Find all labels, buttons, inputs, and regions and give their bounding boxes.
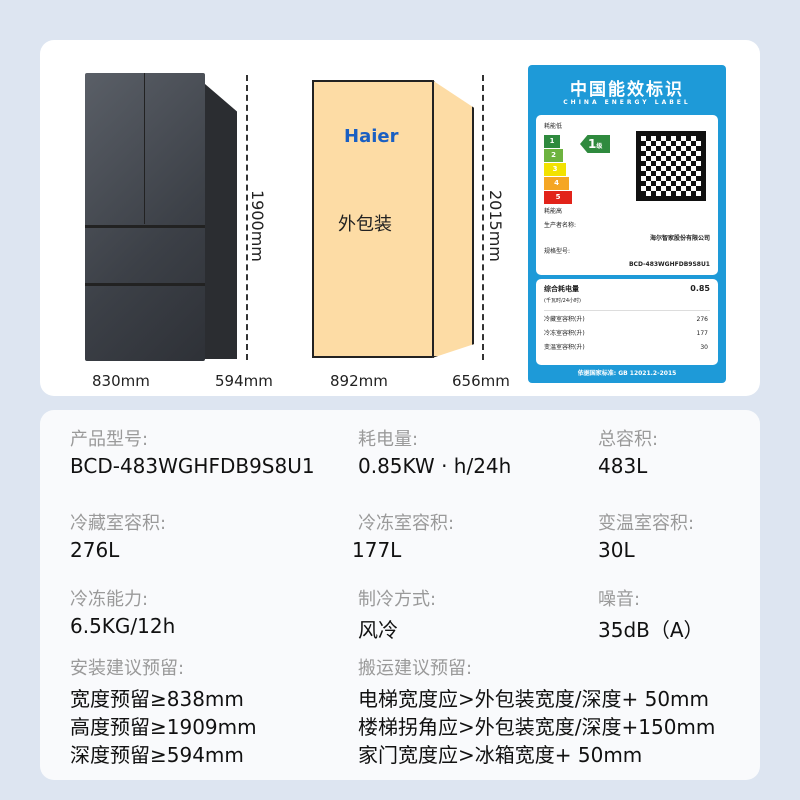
- consumption: 0.85: [690, 284, 710, 293]
- spec-value: 177L: [352, 538, 402, 562]
- spec-label: 耗电量:: [358, 429, 419, 450]
- grade-bar: 2: [544, 149, 563, 162]
- row-value: 276: [696, 316, 708, 323]
- spec-label: 产品型号:: [70, 429, 149, 450]
- spec-label: 变温室容积:: [598, 513, 695, 534]
- maker-key: 生产者名称:: [544, 222, 577, 229]
- grade-bar: 3: [544, 163, 566, 176]
- fridge-side: [205, 84, 237, 359]
- spec-label: 制冷方式:: [358, 589, 437, 610]
- fridge-height: 1900mm: [248, 190, 267, 262]
- grade-bar: 4: [544, 177, 569, 190]
- consumption-unit: (千瓦时/24小时): [544, 298, 581, 304]
- standard: 依据国家标准: GB 12021.2-2015: [577, 370, 677, 377]
- model-key: 规格型号:: [544, 248, 571, 255]
- transport-title: 搬运建议预留:: [358, 658, 473, 679]
- row-key: 冷冻室容积(升): [544, 330, 585, 337]
- row-key: 变温室容积(升): [544, 344, 585, 351]
- spec-label: 冷冻室容积:: [358, 513, 455, 534]
- grade-bar: 1: [544, 135, 560, 148]
- haier-logo: Haier: [344, 126, 399, 147]
- install-line: 宽度预留≥838mm: [70, 687, 244, 711]
- transport-line: 家门宽度应>冰箱宽度+ 50mm: [358, 743, 643, 767]
- row-value: 177: [696, 330, 708, 337]
- spec-value: 483L: [598, 454, 648, 478]
- spec-value: 0.85KW · h/24h: [358, 454, 512, 478]
- energy-label-subtitle: CHINA ENERGY LABEL: [563, 99, 691, 106]
- high-label: 耗能高: [544, 208, 563, 215]
- low-label: 耗能低: [544, 123, 563, 130]
- specs-card: [40, 410, 760, 780]
- spec-label: 噪音:: [598, 589, 641, 610]
- energy-label-title: 中国能效标识: [570, 80, 684, 100]
- spec-value: 6.5KG/12h: [70, 614, 176, 638]
- spec-value: 35dB（A）: [598, 618, 704, 642]
- transport-line: 电梯宽度应>外包装宽度/深度+ 50mm: [358, 687, 710, 711]
- spec-value: 30L: [598, 538, 635, 562]
- qr-code: [636, 131, 706, 201]
- package-width: 892mm: [330, 372, 388, 390]
- install-line: 高度预留≥1909mm: [70, 715, 257, 739]
- install-line: 深度预留≥594mm: [70, 743, 244, 767]
- spec-value: 风冷: [358, 618, 398, 642]
- fridge-depth: 594mm: [215, 372, 273, 390]
- package-label: 外包装: [338, 214, 392, 235]
- model: BCD-483WGHFDB9S8U1: [628, 261, 710, 268]
- spec-label: 总容积:: [598, 429, 659, 450]
- spec-label: 冷冻能力:: [70, 589, 149, 610]
- spec-value: BCD-483WGHFDB9S8U1: [70, 454, 315, 478]
- grade-bar: 5: [544, 191, 572, 204]
- energy-label: 中国能效标识 CHINA ENERGY LABEL 耗能低 1 2 3 4 5 …: [528, 65, 726, 383]
- package-box: Haier 外包装: [312, 80, 434, 358]
- rating-arrow: 1级: [580, 135, 610, 153]
- fridge-width: 830mm: [92, 372, 150, 390]
- row-key: 冷藏室容积(升): [544, 316, 585, 323]
- transport-line: 楼梯拐角应>外包装宽度/深度+150mm: [358, 715, 716, 739]
- install-title: 安装建议预留:: [70, 658, 185, 679]
- package-box-side: [432, 80, 474, 358]
- consumption-key: 综合耗电量: [544, 285, 579, 293]
- package-depth: 656mm: [452, 372, 510, 390]
- spec-value: 276L: [70, 538, 120, 562]
- package-height: 2015mm: [486, 190, 505, 262]
- row-value: 30: [700, 344, 708, 351]
- fridge-image: [85, 73, 205, 361]
- spec-label: 冷藏室容积:: [70, 513, 167, 534]
- maker: 海尔智家股份有限公司: [649, 235, 710, 242]
